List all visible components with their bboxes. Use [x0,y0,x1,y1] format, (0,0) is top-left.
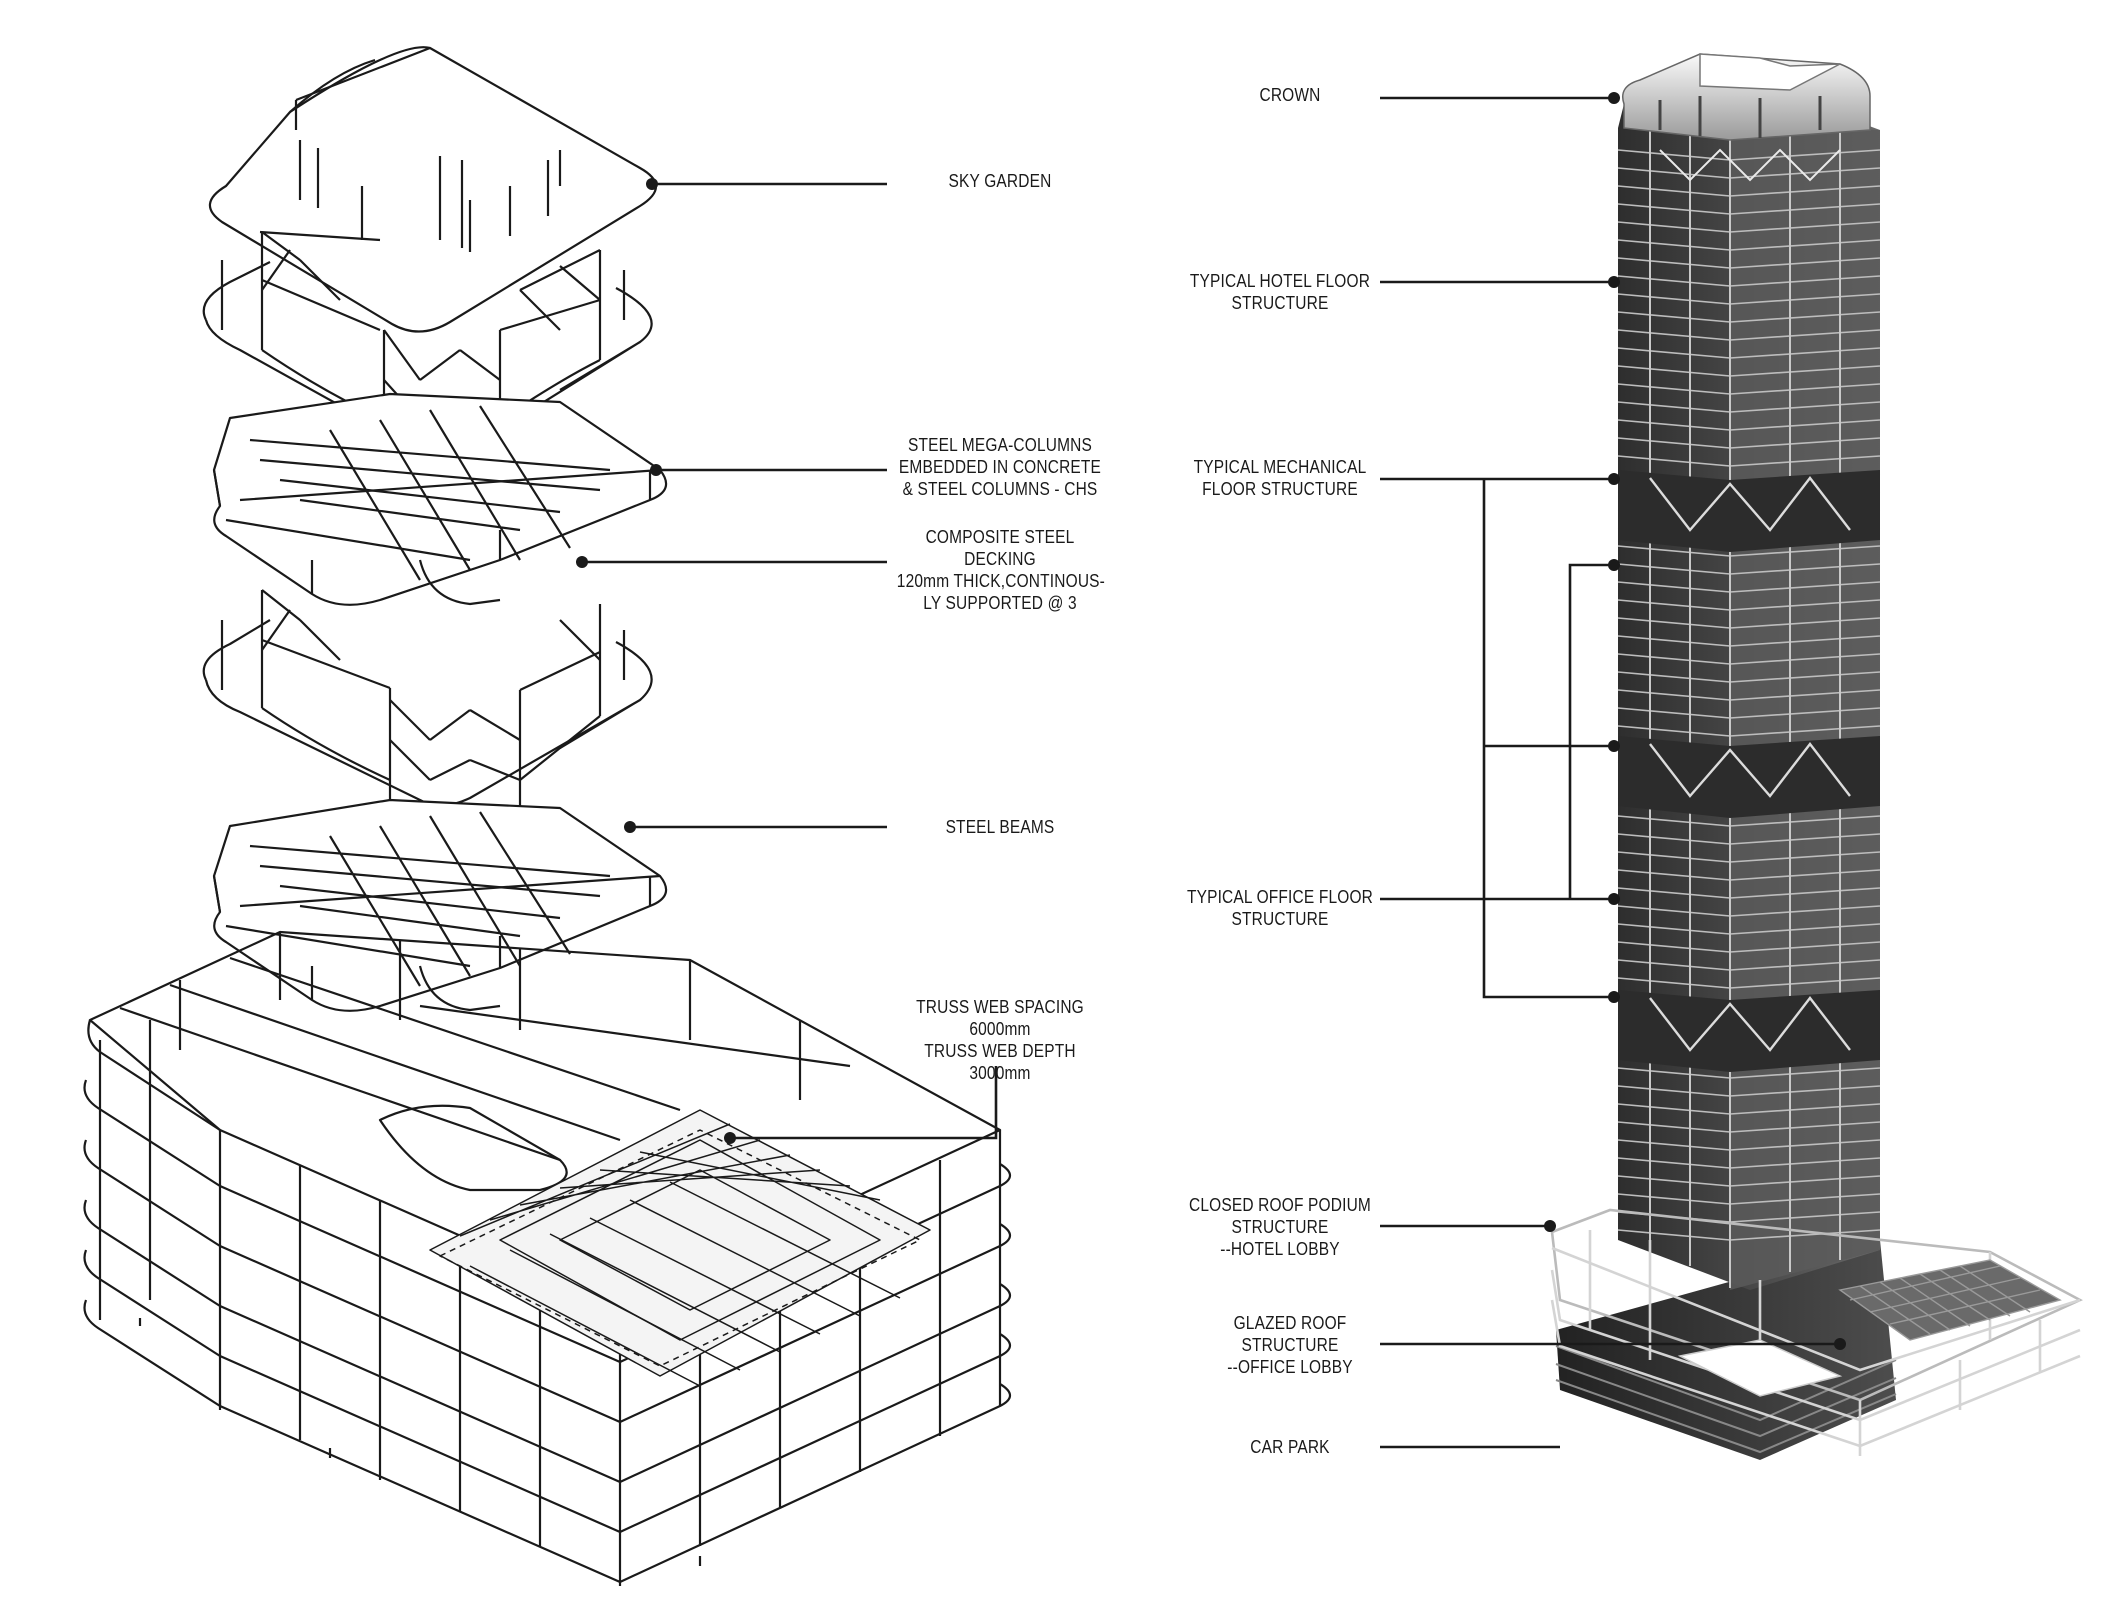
podium-roof-grid [1838,1259,2062,1341]
label-composite-steel-decking: COMPOSITE STEEL DECKING 120mm THICK,CONT… [896,527,1106,613]
glazed-roof [1677,1339,1843,1397]
sky-garden-slab [208,46,658,333]
truss-web-grid [429,1109,931,1387]
leader-lines [582,96,1840,1449]
label-steel-mega-columns: STEEL MEGA-COLUMNS EMBEDDED IN CONCRETE … [898,435,1102,499]
label-sky-garden: SKY GARDEN [948,171,1052,191]
label-office-floor: TYPICAL OFFICE FLOOR STRUCTURE [1186,887,1374,929]
label-hotel-floor: TYPICAL HOTEL FLOOR STRUCTURE [1189,271,1371,313]
tower-axonometric [1550,53,2083,1460]
podium-cage [83,930,1012,1586]
label-glazed-roof: GLAZED ROOF STRUCTURE --OFFICE LOBBY [1227,1313,1353,1377]
label-truss-web: TRUSS WEB SPACING 6000mm TRUSS WEB DEPTH… [916,997,1084,1083]
crown [1622,53,1871,182]
label-car-park: CAR PARK [1250,1437,1330,1457]
leader-office [1380,563,1614,901]
leader-truss-web [730,1066,998,1140]
leader-dots [576,92,1846,1350]
mid-truss-level [202,589,653,820]
label-steel-beams: STEEL BEAMS [945,817,1055,837]
leader-mechanical [1380,477,1614,999]
label-mechanical-floor: TYPICAL MECHANICAL FLOOR STRUCTURE [1193,457,1367,499]
mechanical-floor-bands [1618,470,1880,1072]
exploded-axonometric [83,46,1012,1586]
label-crown: CROWN [1259,85,1321,105]
deck-plate-lower [212,798,668,1012]
tower-columns [1649,124,1841,1288]
deck-plate-upper [212,392,668,606]
label-closed-roof-podium: CLOSED ROOF PODIUM STRUCTURE --HOTEL LOB… [1189,1195,1371,1259]
